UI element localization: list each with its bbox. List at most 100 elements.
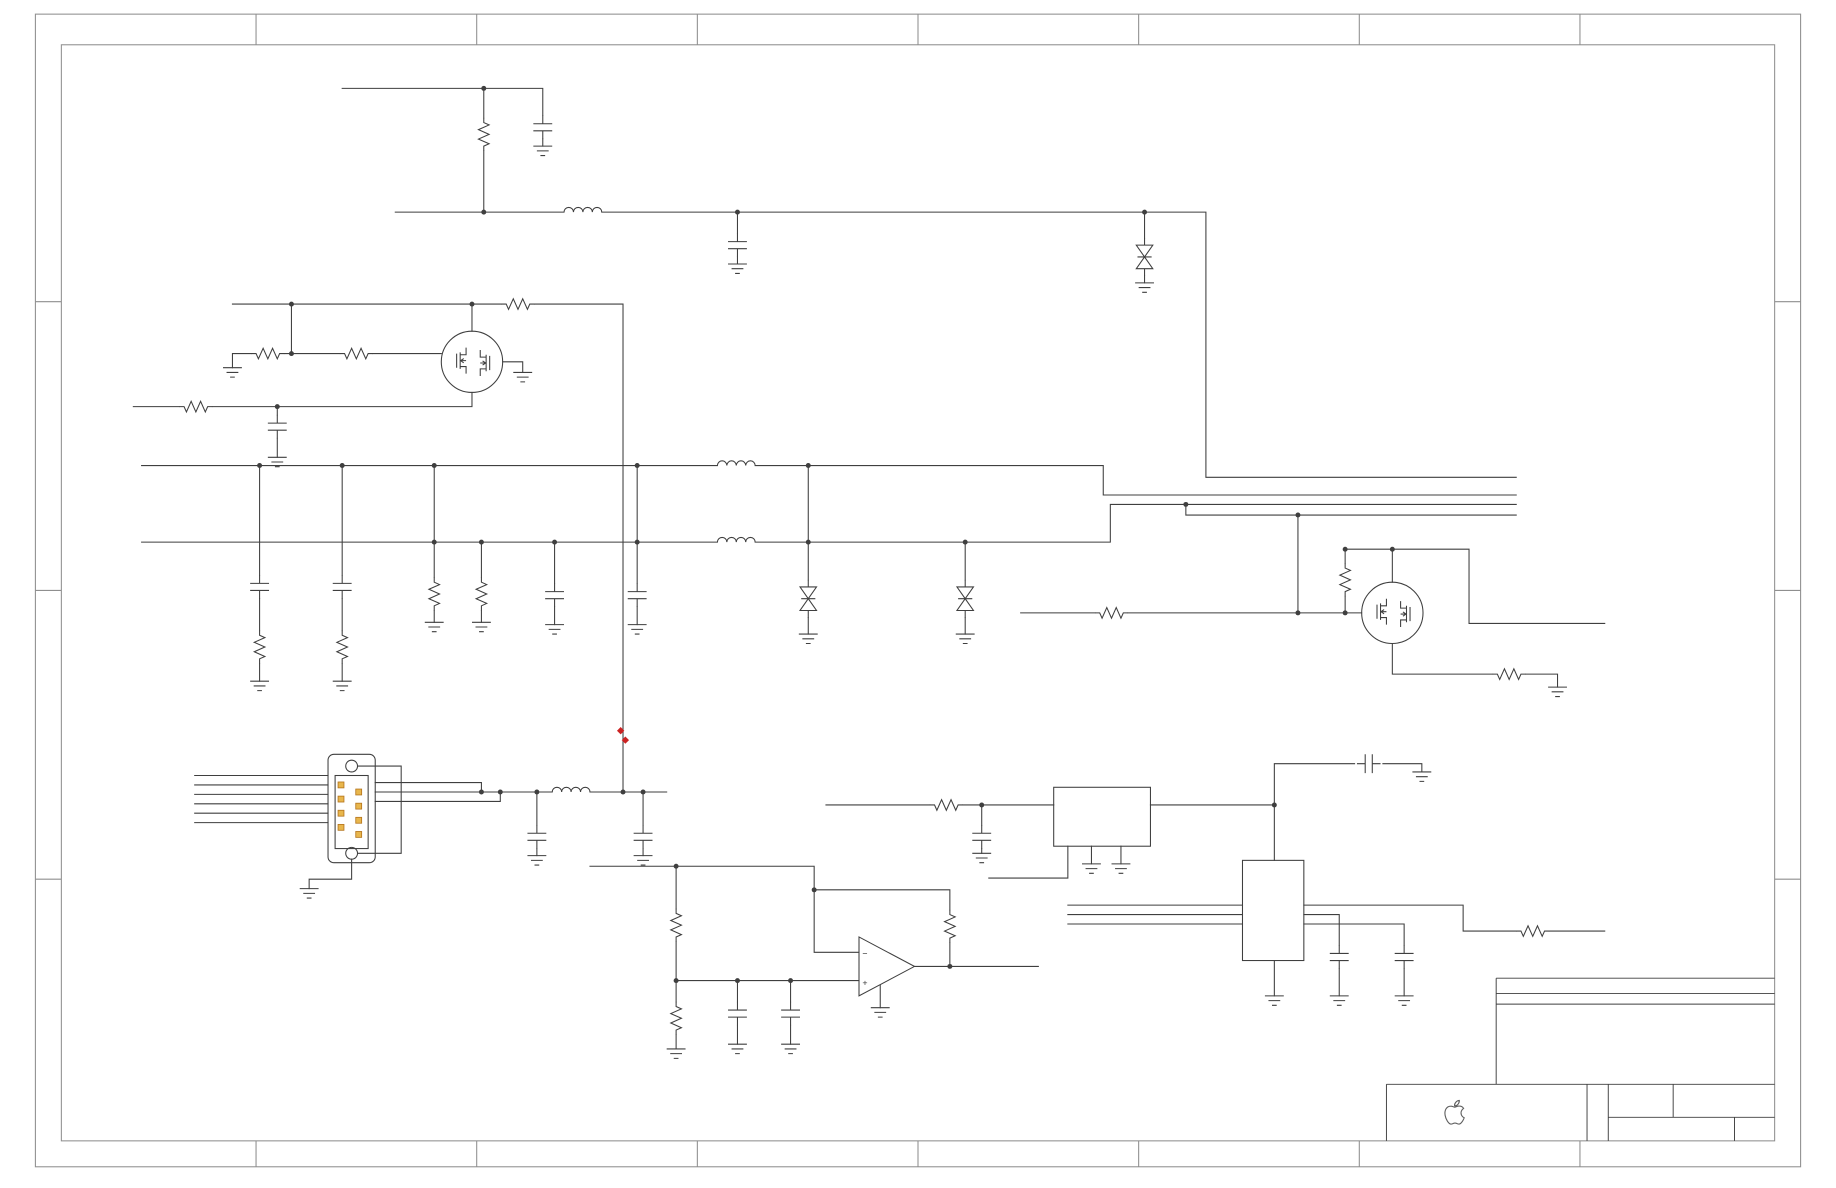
- junction-dot: [673, 978, 679, 984]
- ground-symbol: [512, 371, 533, 383]
- inductor: [716, 536, 756, 543]
- wire: [1020, 514, 1606, 688]
- connector-pin: [355, 831, 363, 838]
- junction-dot: [478, 789, 484, 795]
- resistor: [943, 909, 956, 944]
- connector-pin: [355, 788, 363, 796]
- resistor: [336, 629, 349, 665]
- title-block: [1385, 977, 1775, 1141]
- capacitor: [1356, 753, 1382, 774]
- capacitor: [526, 824, 547, 850]
- ground-symbol: [249, 680, 270, 692]
- junction-dot: [497, 789, 503, 795]
- connector-pin: [355, 816, 363, 824]
- junction-dot: [734, 209, 740, 215]
- ground-symbol: [332, 680, 353, 692]
- title-block-grid: [1385, 977, 1775, 1141]
- wire: [589, 865, 1039, 1050]
- connector-shell: [327, 753, 376, 864]
- ground-symbol: [666, 1048, 687, 1059]
- wire: [141, 465, 1517, 682]
- capacitor: [727, 232, 748, 258]
- capacitor: [633, 824, 654, 850]
- capacitor: [544, 582, 565, 608]
- ground-symbol: [424, 621, 445, 633]
- highlight-mark: [621, 736, 630, 744]
- apple-logo-path: [1444, 1099, 1465, 1125]
- connector-pin: [337, 795, 345, 803]
- resistor: [500, 298, 536, 310]
- ground-symbol: [633, 855, 654, 866]
- junction-dot: [1389, 546, 1395, 552]
- capacitor: [532, 114, 553, 140]
- inductor: [563, 206, 603, 213]
- capacitor: [332, 574, 353, 600]
- connector-screw-bottom: [345, 846, 359, 860]
- tvs-diode: [1135, 237, 1154, 277]
- ground-symbol: [727, 263, 748, 275]
- junction-dot: [811, 887, 817, 893]
- capacitor: [627, 582, 648, 608]
- zone-ticks-bottom: [255, 1140, 1581, 1167]
- ground-symbol: [1134, 282, 1155, 293]
- junction-dot: [257, 463, 263, 469]
- resistor: [475, 576, 488, 612]
- capacitor: [1329, 944, 1350, 970]
- ground-symbol: [627, 624, 648, 635]
- junction-dot: [620, 789, 626, 795]
- opamp-triangle: [858, 936, 916, 997]
- ground-symbol: [1411, 771, 1432, 782]
- junction-dot: [673, 863, 679, 869]
- capacitor: [971, 824, 992, 850]
- junction-dot: [1142, 209, 1148, 215]
- regulator-ic-block: [825, 753, 1606, 1006]
- junction-dot: [288, 351, 294, 357]
- ground-symbol: [526, 855, 547, 866]
- junction-dot: [805, 463, 811, 469]
- junction-dot: [534, 789, 540, 795]
- ground-symbol: [1081, 863, 1102, 874]
- tvs-diode: [956, 579, 975, 619]
- junction-dot: [979, 802, 985, 808]
- ground-symbol: [1264, 995, 1285, 1006]
- capacitor: [727, 1001, 748, 1026]
- connector-pin: [355, 802, 363, 810]
- junction-dot: [634, 539, 640, 545]
- junction-dot: [339, 463, 345, 469]
- power-bus: [141, 460, 1517, 692]
- resistor: [477, 117, 490, 152]
- zone-ticks-top: [255, 14, 1581, 45]
- resistor: [250, 347, 285, 360]
- connector-pin: [337, 809, 345, 817]
- zone-ticks-right: [1774, 301, 1801, 880]
- resistor: [1492, 668, 1527, 681]
- junction-dot: [805, 539, 811, 545]
- apple-logo-icon: [1444, 1099, 1465, 1125]
- junction-dot: [788, 978, 794, 984]
- junction-dot: [1271, 802, 1277, 808]
- connector-pin-field: [334, 774, 369, 850]
- ground-symbol: [870, 1007, 891, 1018]
- junction-dot: [640, 789, 646, 795]
- ground-symbol: [955, 633, 976, 645]
- inductor: [716, 460, 756, 467]
- junction-dot: [552, 539, 558, 545]
- junction-dot: [431, 539, 437, 545]
- wire: [132, 303, 624, 793]
- resistor: [670, 908, 683, 943]
- junction-dot: [1342, 610, 1348, 616]
- inner-border: [60, 44, 1776, 1142]
- junction-dot: [634, 463, 640, 469]
- zone-ticks-left: [35, 301, 62, 880]
- junction-dots: [257, 85, 1395, 984]
- junction-dot: [431, 463, 437, 469]
- junction-dot: [947, 963, 953, 969]
- junction-dot: [1342, 546, 1348, 552]
- opamp-noninverting-label: +: [863, 977, 868, 987]
- junction-dot: [1295, 610, 1301, 616]
- dual-mosfet: [441, 331, 502, 392]
- junction-dot: [734, 978, 740, 984]
- capacitor: [780, 1001, 801, 1026]
- ground-symbol: [780, 1043, 801, 1055]
